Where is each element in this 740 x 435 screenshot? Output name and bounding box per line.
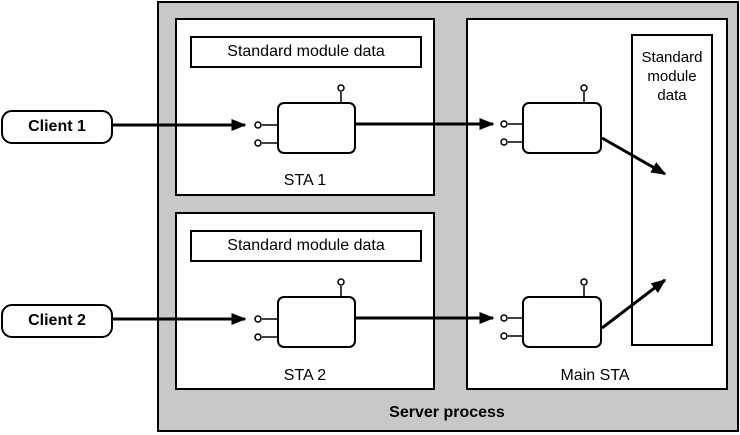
- main-sta-label: Main STA: [560, 367, 630, 384]
- sta2-object: [254, 278, 356, 348]
- arrow-main1-to-data: [601, 136, 667, 176]
- server-process-label: Server process: [389, 404, 505, 421]
- client-2-box: Client 2: [1, 304, 113, 338]
- sta1-object: [254, 84, 356, 154]
- main-data-line-1: Standard: [641, 49, 703, 66]
- main-sta-object-2: [500, 278, 602, 348]
- sta-1-standard-module-data: Standard module data: [190, 36, 422, 68]
- client-2-label: Client 2: [28, 312, 86, 329]
- sta-2-standard-module-data-label: Standard module data: [227, 237, 385, 254]
- arrow-main2-to-data: [601, 278, 667, 330]
- main-data-line-3: data: [657, 87, 687, 104]
- sta-1-label: STA 1: [283, 172, 327, 189]
- sta-2-label: STA 2: [283, 367, 327, 384]
- sta-1-standard-module-data-label: Standard module data: [227, 43, 385, 60]
- client-1-box: Client 1: [1, 110, 113, 144]
- client-1-label: Client 1: [28, 118, 86, 135]
- sta-2-standard-module-data: Standard module data: [190, 230, 422, 262]
- main-sta-object-1: [500, 84, 602, 154]
- main-data-line-2: module: [647, 68, 697, 85]
